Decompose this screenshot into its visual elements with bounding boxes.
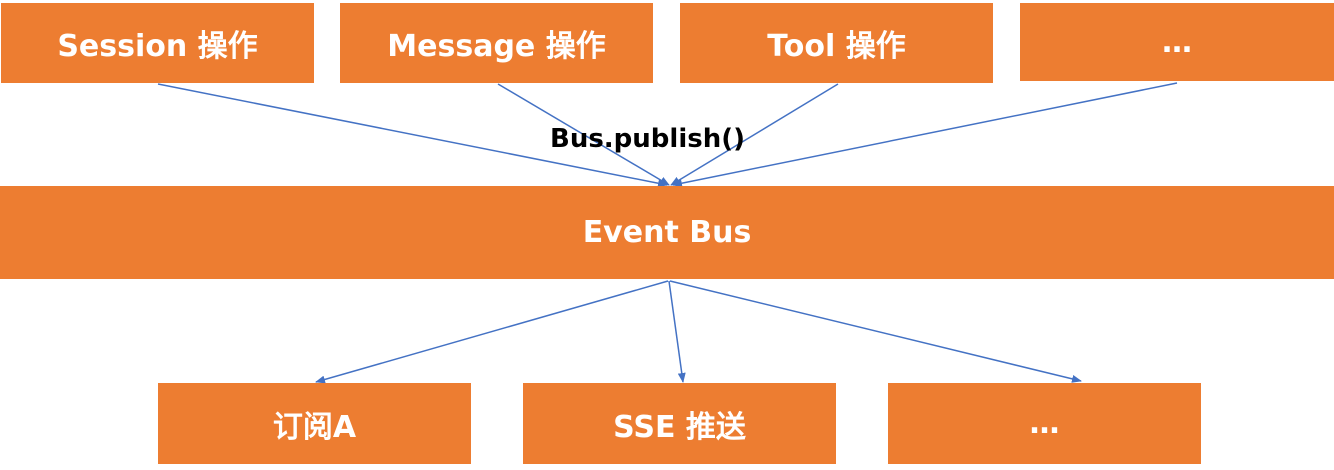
more-publishers-box: … bbox=[1020, 3, 1334, 81]
arrow-session-to-bus bbox=[157, 83, 668, 188]
tool-operation-label: Tool 操作 bbox=[767, 29, 906, 64]
event-bus-label: Event Bus bbox=[582, 215, 752, 250]
sse-push-box: SSE 推送 bbox=[523, 383, 836, 464]
more-publishers-label: … bbox=[1162, 24, 1192, 60]
subscriber-a-box: 订阅A bbox=[158, 383, 471, 464]
arrow-bus-to-sub-a bbox=[315, 280, 669, 384]
publish-call-label: Bus.publish() bbox=[550, 124, 745, 154]
more-subscribers-label: … bbox=[1029, 406, 1060, 441]
sse-push-label: SSE 推送 bbox=[613, 409, 746, 445]
session-operation-label: Session 操作 bbox=[57, 29, 258, 64]
message-operation-box: Message 操作 bbox=[340, 3, 653, 83]
event-bus-box: Event Bus bbox=[0, 186, 1334, 279]
message-operation-label: Message 操作 bbox=[387, 29, 606, 64]
arrow-bus-to-sse bbox=[668, 280, 686, 383]
arrow-bus-to-sub-more bbox=[669, 280, 1082, 383]
tool-operation-box: Tool 操作 bbox=[680, 3, 993, 83]
arrow-more-to-bus bbox=[672, 82, 1178, 188]
more-subscribers-box: … bbox=[888, 383, 1201, 464]
arrow-message-to-bus bbox=[497, 83, 670, 186]
arrow-tool-to-bus bbox=[670, 83, 839, 186]
session-operation-box: Session 操作 bbox=[1, 3, 314, 83]
subscriber-a-label: 订阅A bbox=[272, 409, 357, 445]
